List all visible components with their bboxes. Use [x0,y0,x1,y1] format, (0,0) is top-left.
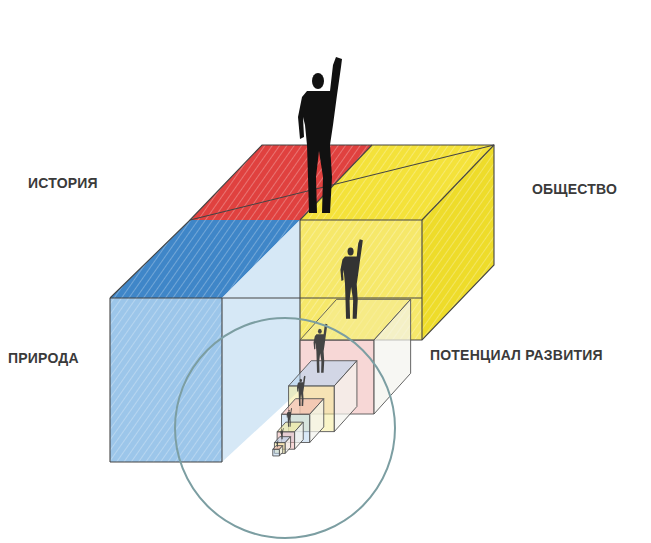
section-label: ИСТОРИЯ [28,175,98,191]
section-label: ОБЩЕСТВО [532,181,617,197]
section-label: ПОТЕНЦИАЛ РАЗВИТИЯ [430,347,603,363]
section-label: ПРИРОДА [8,350,79,366]
